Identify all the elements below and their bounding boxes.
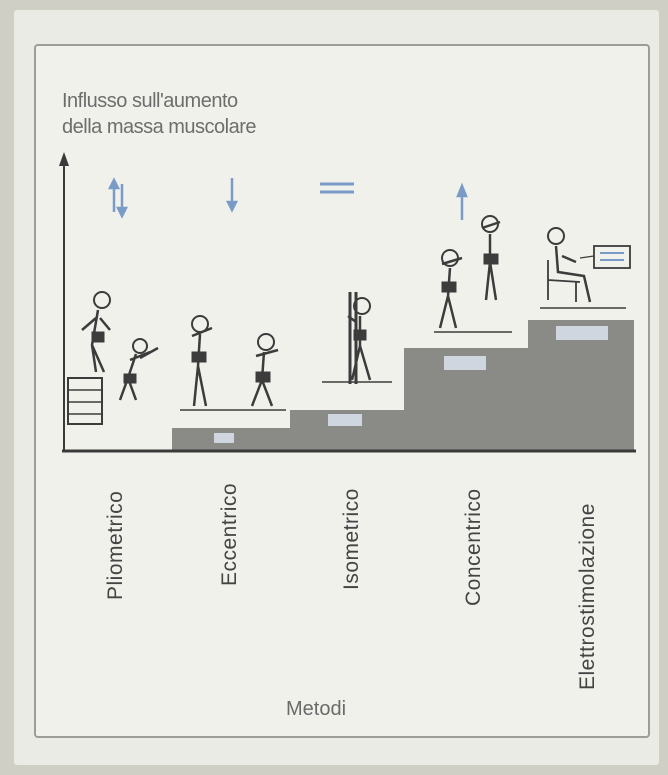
y-axis-title-line-1: Influsso sull'aumento bbox=[62, 90, 238, 112]
method-label-isometrico: Isometrico bbox=[340, 488, 363, 590]
y-axis-arrowhead bbox=[59, 152, 69, 166]
method-label-concentrico: Concentrico bbox=[462, 488, 485, 606]
isometric-figure bbox=[322, 292, 392, 384]
step-4 bbox=[528, 320, 634, 450]
eccentric-figures bbox=[180, 315, 286, 411]
up-down-arrows-icon bbox=[107, 177, 129, 219]
step-tag-2 bbox=[328, 414, 362, 426]
electrostimulation-figure bbox=[540, 227, 631, 309]
concentric-figures bbox=[434, 215, 512, 333]
y-axis-title-line-2: della massa muscolare bbox=[62, 116, 257, 138]
step-tag-3 bbox=[444, 356, 486, 370]
down-arrow-icon bbox=[225, 178, 239, 213]
method-label-eccentrico: Eccentrico bbox=[218, 482, 241, 586]
y-axis-title: Influsso sull'aumento della massa muscol… bbox=[62, 88, 362, 140]
step-tag-1 bbox=[214, 433, 234, 443]
method-label-pliometrico: Pliometrico bbox=[104, 490, 127, 600]
step-tag-4 bbox=[556, 326, 608, 340]
electrostim-device bbox=[593, 245, 631, 269]
equals-sign-icon bbox=[320, 182, 354, 194]
step-tags bbox=[214, 326, 608, 443]
method-label-elettrostimolazione: Elettrostimolazione bbox=[576, 503, 599, 690]
plyo-box bbox=[67, 377, 103, 425]
up-arrow-icon bbox=[456, 182, 468, 220]
plyometric-figures bbox=[67, 291, 159, 425]
x-axis-title: Metodi bbox=[286, 698, 347, 720]
